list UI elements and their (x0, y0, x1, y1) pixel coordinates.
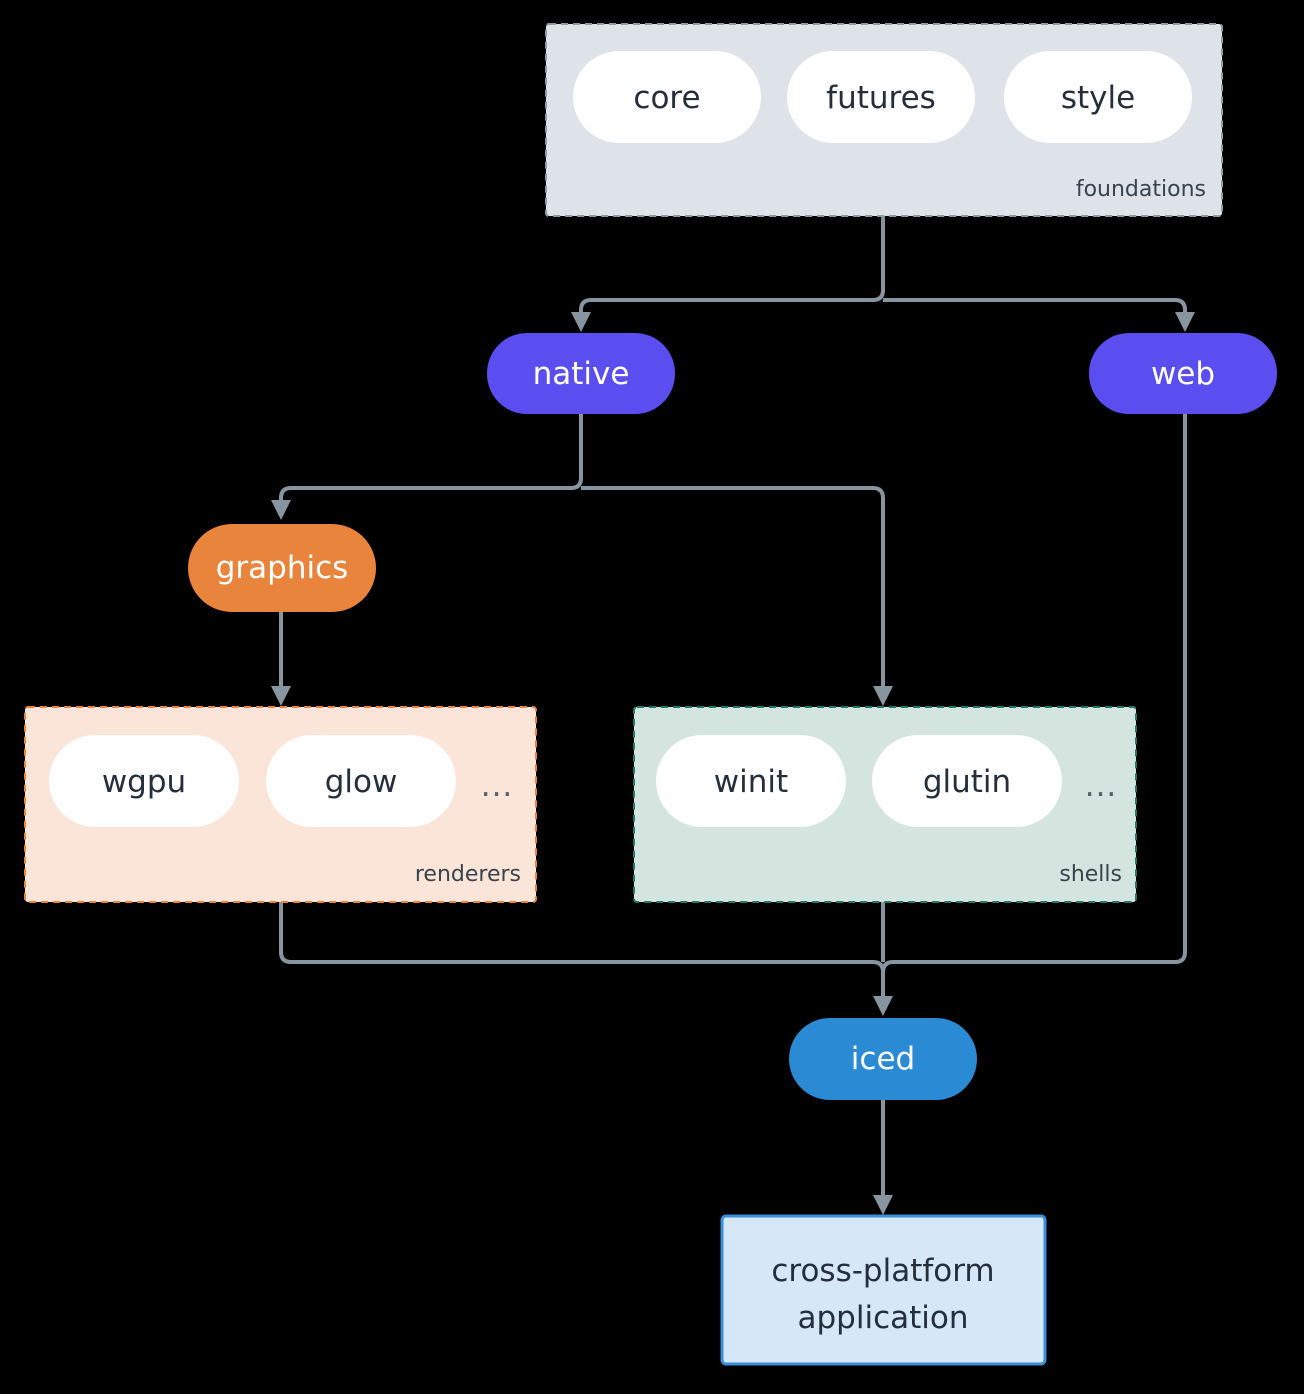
arrowhead-to-web (1175, 312, 1195, 332)
arrowhead-to-renderers (271, 686, 291, 706)
node-core-label: core (633, 80, 700, 116)
node-web[interactable]: web (1089, 333, 1277, 414)
edge-foundations-to-web-line (883, 298, 1187, 318)
node-web-shape[interactable] (1089, 333, 1277, 414)
node-iced-label: iced (851, 1041, 915, 1077)
terminal-cross-platform-application[interactable]: cross-platform application (720, 1214, 1047, 1366)
node-iced[interactable]: iced (789, 1018, 977, 1100)
group-renderers: wgpu glow ... renderers (24, 706, 537, 903)
node-glow-shape[interactable] (266, 735, 456, 827)
arrowhead-to-graphics (271, 500, 291, 520)
node-core-shape[interactable] (573, 51, 761, 143)
node-graphics[interactable]: graphics (188, 524, 376, 612)
group-foundations-label: foundations (1076, 177, 1206, 202)
node-futures-shape[interactable] (787, 51, 975, 143)
arrowhead-to-iced (873, 996, 893, 1016)
node-web-label: web (1151, 356, 1215, 392)
node-glutin-label: glutin (923, 764, 1011, 800)
terminal-label-line2: application (798, 1300, 969, 1336)
group-shells-label: shells (1059, 862, 1122, 887)
node-winit-shape[interactable] (656, 735, 846, 827)
arrowhead-to-native (571, 312, 591, 332)
node-glow-label: glow (325, 764, 398, 800)
group-renderers-label: renderers (415, 862, 521, 887)
terminal-box-shape[interactable] (720, 1214, 1047, 1366)
node-native-shape[interactable] (487, 333, 675, 414)
edge-web-to-iced (881, 414, 1187, 1000)
arrowhead-to-application (873, 1195, 893, 1215)
edge-native-fork (279, 414, 583, 506)
node-graphics-label: graphics (216, 550, 349, 586)
shells-ellipsis: ... (1085, 768, 1118, 804)
node-style-shape[interactable] (1004, 51, 1192, 143)
node-wgpu-label: wgpu (102, 764, 186, 800)
group-foundations: core futures style foundations (545, 23, 1223, 217)
node-iced-shape[interactable] (789, 1018, 977, 1100)
node-native-label: native (533, 356, 630, 392)
renderers-ellipsis: ... (481, 768, 514, 804)
terminal-label-line1: cross-platform (771, 1253, 994, 1289)
edge-renderers-to-iced (279, 902, 885, 1000)
edge-native-to-shells-line (581, 486, 885, 688)
node-futures-label: futures (826, 80, 936, 116)
node-graphics-shape[interactable] (188, 524, 376, 612)
node-winit-label: winit (714, 764, 788, 800)
node-wgpu-shape[interactable] (49, 735, 239, 827)
node-style-label: style (1061, 80, 1135, 116)
group-shells: winit glutin ... shells (633, 706, 1137, 903)
connector-layer (271, 216, 1195, 1215)
arrowhead-to-shells (873, 686, 893, 706)
node-native[interactable]: native (487, 333, 675, 414)
node-glutin-shape[interactable] (872, 735, 1062, 827)
edge-foundations-fork (579, 216, 885, 318)
